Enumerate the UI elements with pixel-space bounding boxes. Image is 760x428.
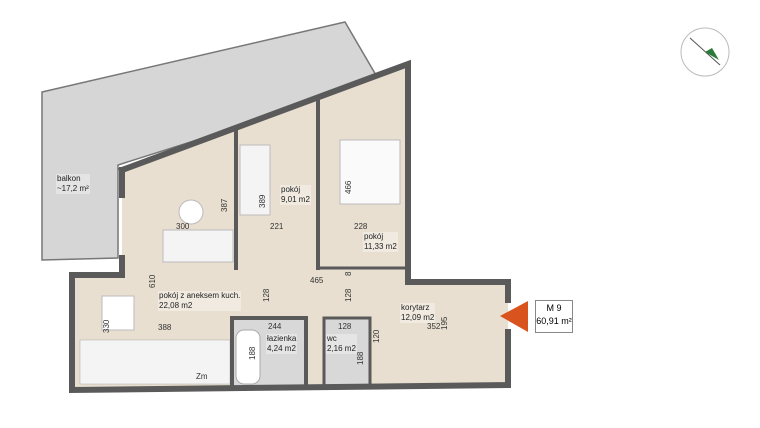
sofa [162, 229, 234, 263]
room-name: korytarz [401, 303, 430, 312]
unit-label: M 9 60,91 m² [535, 300, 573, 333]
dimension: 352 [427, 322, 441, 331]
unit-area: 60,91 m² [536, 316, 572, 326]
room-label-salon: pokój z aneksem kuch.22,08 m2 [158, 291, 242, 311]
dimension: 128 [344, 288, 353, 302]
dimension: 120 [372, 329, 381, 343]
room-label-balkon: balkon~17,2 m² [56, 174, 90, 194]
dimension: 388 [158, 323, 172, 332]
entrance-marker [500, 301, 528, 332]
dimension: 128 [338, 322, 352, 331]
dimension: 128 [262, 288, 271, 302]
dimension: 466 [344, 180, 353, 194]
room-name: łazienka [267, 334, 297, 343]
room-name: pokój z aneksem kuch. [159, 291, 241, 300]
dimension: 244 [268, 322, 282, 331]
walls [69, 59, 511, 394]
dimension: 300 [176, 222, 190, 231]
dimension: 188 [248, 346, 257, 360]
desk [239, 144, 271, 216]
room-name: balkon [57, 174, 81, 183]
dimension: 465 [310, 276, 324, 285]
dimension: 228 [354, 222, 368, 231]
fridge-label: Zm [196, 372, 208, 381]
dimension: 330 [102, 319, 111, 333]
dimension: 389 [258, 194, 267, 208]
room-area: 2,16 m2 [327, 344, 356, 353]
dimension: 188 [356, 351, 365, 365]
room-name: wc [327, 334, 337, 343]
room-area: 12,09 m2 [401, 313, 435, 322]
dimension: 8 [344, 271, 353, 276]
wc-floor [325, 318, 369, 386]
dimension: 221 [270, 222, 284, 231]
bed [339, 139, 401, 205]
dimension: 195 [440, 316, 449, 330]
room-name: pokój [281, 185, 301, 194]
room-area: ~17,2 m² [57, 184, 89, 193]
round-table [178, 199, 204, 225]
room-area: 9,01 m2 [281, 195, 310, 204]
dining-table [101, 295, 135, 331]
room-area: 22,08 m2 [159, 301, 193, 310]
room-area: 4,24 m2 [267, 344, 296, 353]
bathtub [235, 329, 261, 385]
compass-icon [680, 27, 730, 77]
room-area: 11,33 m2 [364, 242, 397, 251]
room-name: pokój [364, 232, 384, 241]
dimension: 610 [148, 274, 157, 288]
dimension: 387 [220, 198, 229, 212]
unit-name: M 9 [546, 303, 562, 313]
balcony-area [41, 21, 382, 261]
